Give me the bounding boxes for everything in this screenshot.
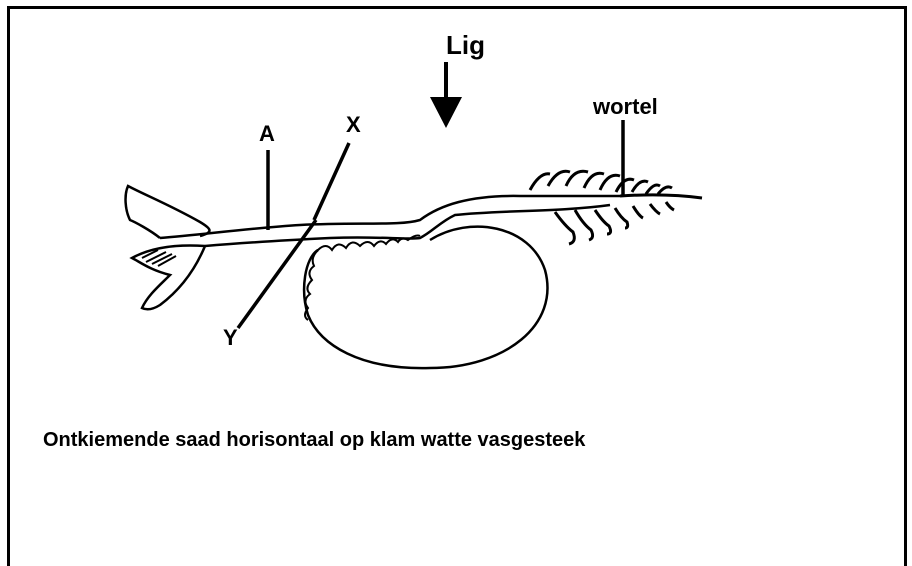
light-arrow — [430, 62, 462, 128]
seedling-axis — [160, 196, 620, 238]
label-x: X — [346, 114, 361, 136]
seed-body — [304, 227, 547, 369]
root-hairs-upper — [530, 171, 702, 198]
diagram-caption: Ontkiemende saad horisontaal op klam wat… — [43, 429, 585, 452]
label-y: Y — [223, 327, 238, 349]
light-label: Lig — [446, 32, 485, 58]
root-label: wortel — [593, 96, 658, 118]
seed-coat-edge — [305, 236, 420, 321]
pointer-line-x — [314, 143, 349, 220]
label-a: A — [259, 123, 275, 145]
plumule-upper-leaf — [126, 186, 210, 238]
